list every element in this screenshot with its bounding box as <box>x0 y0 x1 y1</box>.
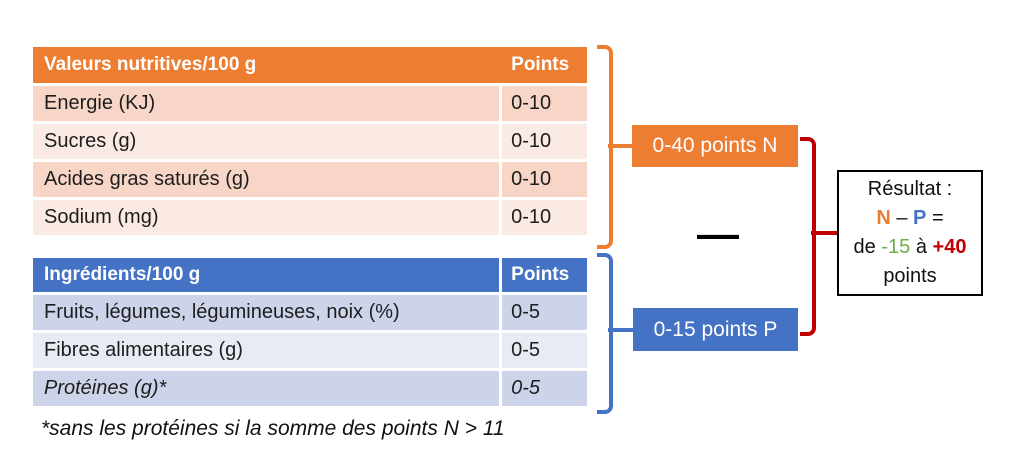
nutrient-header-points: Points <box>502 47 587 83</box>
bracket-n-tick <box>608 144 632 148</box>
bracket-result-tick <box>811 231 837 235</box>
table-row: Sodium (mg) 0-10 <box>33 200 587 235</box>
result-n: N <box>876 207 891 229</box>
row-points: 0-10 <box>502 200 587 235</box>
ingredient-table: Ingrédients/100 g Points Fruits, légumes… <box>33 258 587 409</box>
ingredient-header-label: Ingrédients/100 g <box>33 258 500 292</box>
table-row: Energie (KJ) 0-10 <box>33 86 587 121</box>
table-row: Fibres alimentaires (g) 0-5 <box>33 333 587 368</box>
points-p-badge: 0-15 points P <box>633 308 798 351</box>
result-range: de -15 à +40 <box>854 233 967 262</box>
nutrient-table: Valeurs nutritives/100 g Points Energie … <box>33 47 587 238</box>
row-label: Fibres alimentaires (g) <box>33 333 500 368</box>
result-p: P <box>913 207 927 229</box>
table-row: Sucres (g) 0-10 <box>33 124 587 159</box>
nutrient-table-header: Valeurs nutritives/100 g Points <box>33 47 587 83</box>
points-n-badge: 0-40 points N <box>632 125 798 167</box>
ingredient-table-header: Ingrédients/100 g Points <box>33 258 587 292</box>
bracket-p-tick <box>608 328 633 332</box>
table-row: Protéines (g)* 0-5 <box>33 371 587 406</box>
bracket-p-icon <box>597 253 613 414</box>
result-low: -15 <box>881 236 911 258</box>
table-row: Fruits, légumes, légumineuses, noix (%) … <box>33 295 587 330</box>
result-box: Résultat : N – P = de -15 à +40 points <box>837 170 983 296</box>
row-label: Protéines (g)* <box>33 371 500 406</box>
table-row: Acides gras saturés (g) 0-10 <box>33 162 587 197</box>
result-formula: N – P = <box>876 204 943 233</box>
ingredient-header-points: Points <box>502 258 587 292</box>
row-points: 0-5 <box>502 371 587 406</box>
bracket-result-icon <box>800 137 816 336</box>
result-a: à <box>910 236 933 258</box>
row-points: 0-10 <box>502 86 587 121</box>
row-label: Sodium (mg) <box>33 200 500 235</box>
row-points: 0-10 <box>502 124 587 159</box>
row-points: 0-10 <box>502 162 587 197</box>
result-high: +40 <box>932 236 967 258</box>
result-de: de <box>853 236 882 258</box>
result-dash: – <box>890 207 914 229</box>
row-label: Acides gras saturés (g) <box>33 162 500 197</box>
result-equals: = <box>926 207 944 229</box>
row-points: 0-5 <box>502 333 587 368</box>
nutrient-header-label: Valeurs nutritives/100 g <box>33 47 500 83</box>
footnote: *sans les protéines si la somme des poin… <box>41 417 505 440</box>
result-unit: points <box>883 265 937 287</box>
row-label: Sucres (g) <box>33 124 500 159</box>
row-points: 0-5 <box>502 295 587 330</box>
row-label: Energie (KJ) <box>33 86 500 121</box>
row-label: Fruits, légumes, légumineuses, noix (%) <box>33 295 500 330</box>
result-title: Résultat : <box>867 178 953 200</box>
minus-icon: — <box>697 210 739 257</box>
